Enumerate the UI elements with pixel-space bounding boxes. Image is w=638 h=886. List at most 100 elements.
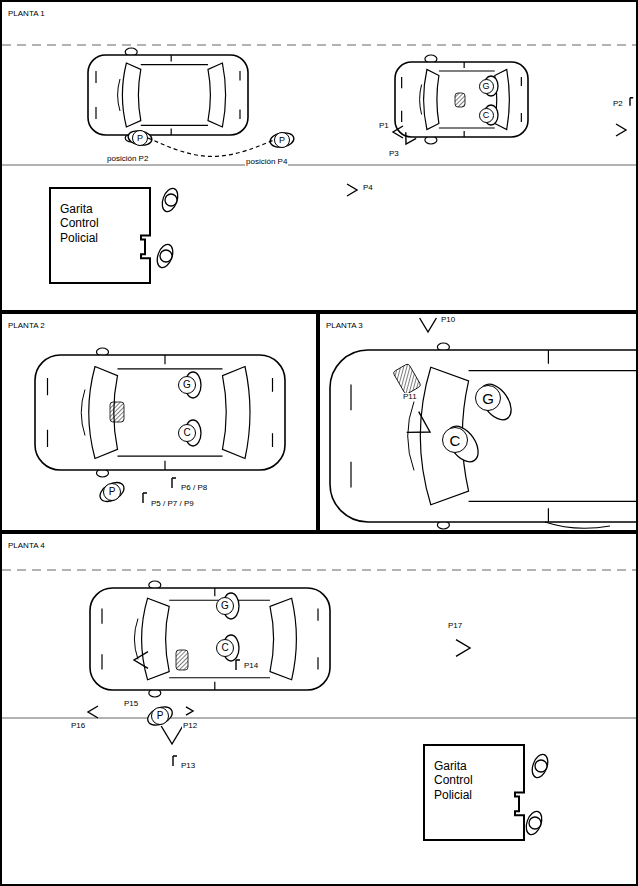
road-line xyxy=(2,164,636,166)
guard-shoulders xyxy=(159,186,180,213)
person-shoulders xyxy=(269,131,295,149)
guard-figure xyxy=(523,809,544,836)
person-letter: C xyxy=(450,433,461,448)
callout-label: P6 / P8 xyxy=(180,484,208,492)
car-detail-line xyxy=(548,508,549,522)
person-head: G xyxy=(216,597,234,615)
floor-panel: PLANTA 2 G C P xyxy=(0,312,318,532)
guard-shoulders xyxy=(523,809,544,836)
callout-label: P15 xyxy=(123,700,139,708)
car-detail-line xyxy=(169,677,270,678)
car-detail-line xyxy=(47,378,48,395)
callout-label: posición P4 xyxy=(245,158,288,166)
guard-figure xyxy=(529,752,550,779)
car-detail-line xyxy=(239,109,240,119)
callout-label: P3 xyxy=(388,150,400,158)
steering-wheel xyxy=(455,93,465,107)
guard-head xyxy=(529,817,541,829)
car-detail-line xyxy=(164,355,165,364)
car-detail-line xyxy=(141,125,208,126)
guard-figure xyxy=(154,242,175,269)
callout-label: P10 xyxy=(440,316,456,324)
person-head: G xyxy=(178,376,196,394)
car-detail-line xyxy=(118,456,223,457)
floor-heading: PLANTA 2 xyxy=(8,322,45,330)
car-detail-line xyxy=(239,71,240,81)
callout-label: P12 xyxy=(182,722,198,730)
person-head: P xyxy=(103,483,121,501)
car-detail-line xyxy=(171,129,172,135)
camera-angle-mark xyxy=(393,126,403,138)
camera-angle-mark xyxy=(616,124,626,136)
car-detail-line xyxy=(118,368,223,369)
car-detail-line xyxy=(464,62,465,68)
floor-heading: PLANTA 1 xyxy=(8,10,45,18)
callout-label: P5 / P7 / P9 xyxy=(150,500,195,508)
car-detail-line xyxy=(171,55,172,61)
person-letter: G xyxy=(183,380,191,390)
person-head: C xyxy=(216,639,234,657)
guard-shoulders xyxy=(154,242,175,269)
dashboard xyxy=(118,79,120,111)
person-letter: G xyxy=(482,391,494,406)
person-letter: C xyxy=(221,643,228,653)
windshield xyxy=(424,70,439,130)
car-detail-line xyxy=(47,430,48,447)
callout-label: P11 xyxy=(402,393,418,401)
car-detail-line xyxy=(317,657,318,669)
police-booth: Garita Control Policial xyxy=(50,188,150,283)
car-body xyxy=(88,55,248,135)
callout-label: P13 xyxy=(180,762,196,770)
car-detail-line xyxy=(317,608,318,620)
car-detail-line xyxy=(95,71,96,83)
guard-figure xyxy=(159,186,180,213)
person-letter: P xyxy=(109,487,116,497)
person-letter: G xyxy=(482,82,489,91)
person-letter: C xyxy=(183,428,190,438)
person-head: C xyxy=(442,427,468,453)
dashboard xyxy=(81,390,85,436)
rear-window xyxy=(270,598,296,680)
car-detail-line xyxy=(401,77,402,88)
booth-label: Garita Control Policial xyxy=(424,745,508,812)
dashboard xyxy=(420,85,422,115)
camera-angle-mark xyxy=(401,132,416,147)
camera-angle-mark xyxy=(134,652,148,669)
rear-window xyxy=(223,367,251,459)
booth-outline-path xyxy=(424,745,524,840)
person-letter: P xyxy=(157,711,164,721)
person-head: P xyxy=(132,130,148,146)
steering-wheel xyxy=(110,402,124,422)
car-detail-line xyxy=(350,462,351,488)
person-shoulders xyxy=(442,421,485,468)
car-body xyxy=(35,355,285,470)
person-shoulders xyxy=(145,703,175,728)
camera-marks xyxy=(88,98,633,766)
guard-head xyxy=(160,250,172,262)
car-detail-line xyxy=(164,461,165,470)
car-body xyxy=(395,62,528,137)
car-detail-line xyxy=(521,77,522,86)
car-top-view xyxy=(395,55,528,144)
guard-head xyxy=(535,760,547,772)
steering-wheel xyxy=(393,363,422,395)
person-head: G xyxy=(479,79,494,94)
floor-panel: PLANTA 4GCPGarita Control Policial xyxy=(0,532,638,886)
road-line xyxy=(2,44,636,46)
floor-panel: PLANTA 1 Garita Control Policial P P G C xyxy=(0,0,638,312)
car-detail-line xyxy=(401,111,402,122)
car-detail-line xyxy=(469,370,638,371)
car-detail-line xyxy=(464,131,465,137)
floor-heading: PLANTA 3 xyxy=(326,322,363,330)
camera-angle-mark xyxy=(236,660,240,670)
person-head: P xyxy=(151,707,169,725)
person-letter: P xyxy=(279,136,285,145)
car-detail-line xyxy=(101,608,102,623)
person-head: C xyxy=(479,108,494,123)
camera-angle-mark xyxy=(172,478,176,488)
person-shoulders xyxy=(475,379,518,426)
car-body xyxy=(90,588,330,690)
callout-label: P2 xyxy=(612,100,624,108)
